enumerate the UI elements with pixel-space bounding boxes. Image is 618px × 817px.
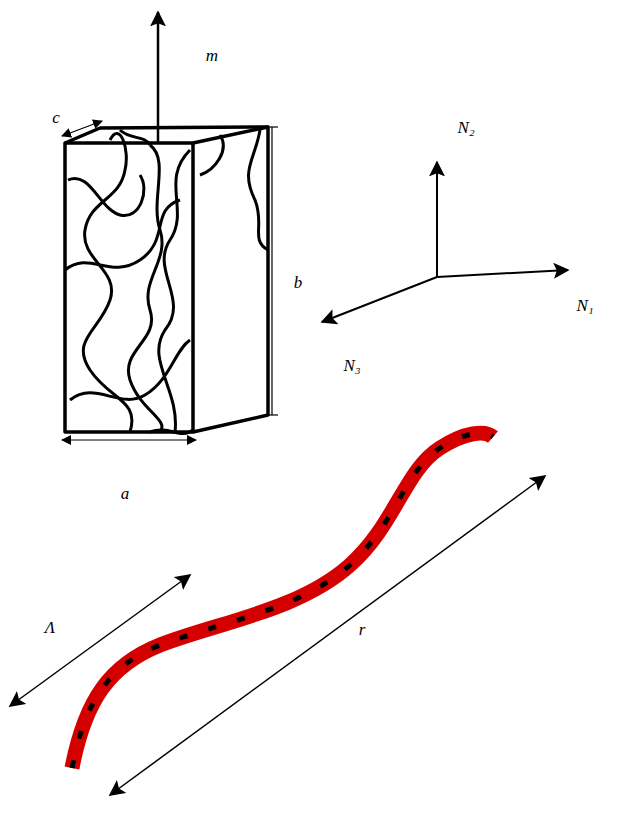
distance-label: r <box>357 620 368 640</box>
dimension-b <box>271 127 272 415</box>
axis-label: N₁ <box>574 296 595 316</box>
axes <box>322 162 568 322</box>
moment-label: m <box>204 46 220 66</box>
polymer-chains <box>65 130 268 434</box>
moment-arrow <box>157 12 160 143</box>
length-label: Λ <box>43 618 57 638</box>
chain-segments <box>72 433 493 768</box>
dimension-c <box>62 121 102 136</box>
axis-label: N₃ <box>341 356 362 376</box>
length-arrow <box>10 575 190 706</box>
dimension-label: c <box>50 108 62 128</box>
dimension-label: b <box>292 273 305 293</box>
end-to-end-arrow <box>110 476 545 795</box>
dimension-label: a <box>119 484 132 504</box>
axis-label: N₂ <box>455 118 476 138</box>
polymer-chain <box>72 433 493 768</box>
dimension-a <box>62 439 196 440</box>
box-outline <box>65 127 268 432</box>
